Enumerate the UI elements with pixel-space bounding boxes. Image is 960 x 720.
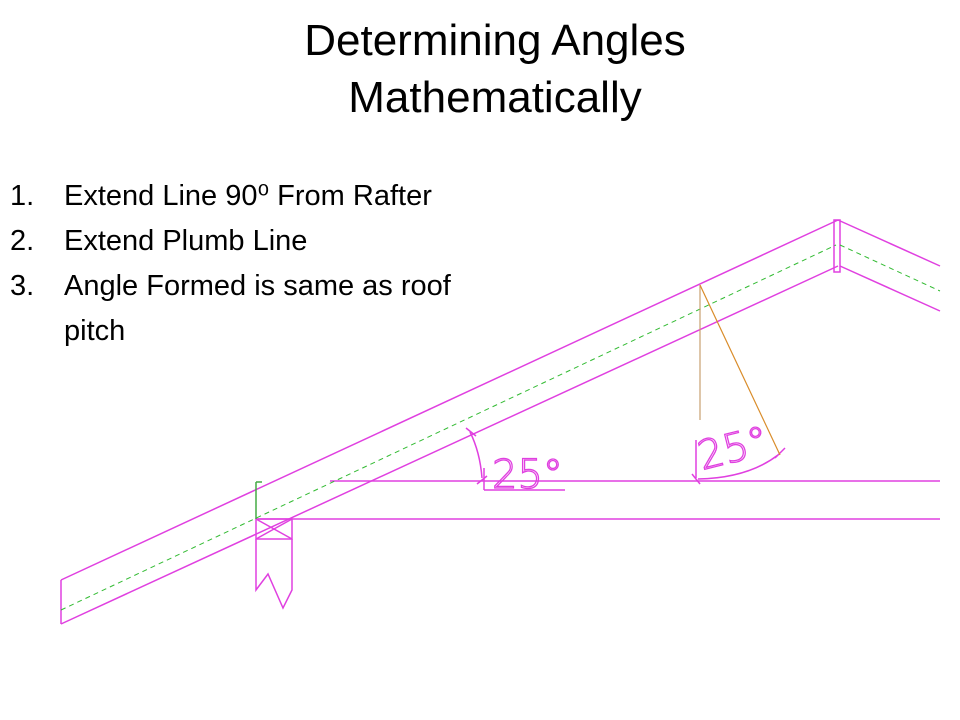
right-rafter-bottom-edge — [839, 265, 941, 312]
rafter-bottom-edge — [60, 265, 839, 625]
right-rafter-centerline — [839, 244, 941, 292]
title-line-2: Mathematically — [348, 73, 642, 122]
angle-label-1: 25° — [492, 452, 563, 498]
top-plate-block — [255, 518, 293, 540]
step-number: 2. — [10, 225, 35, 257]
angle-tick — [476, 475, 488, 485]
ridge-board — [833, 219, 841, 273]
title-line-1: Determining Angles — [304, 16, 686, 65]
angle-tick — [691, 473, 701, 485]
angle-arc-2 — [697, 454, 779, 480]
step-text: Extend Plumb Line — [64, 225, 308, 257]
rafter-top-edge — [60, 219, 839, 581]
steps-list: 1. Extend Line 90⁰ From Rafter 2. Extend… — [10, 174, 510, 354]
top-plate-cross — [255, 518, 293, 540]
angle-tick — [774, 447, 786, 459]
step-text: Angle Formed is same as roof pitch — [64, 270, 451, 347]
step-text: Extend Line 90⁰ From Rafter — [64, 180, 432, 212]
perpendicular-line — [699, 284, 781, 456]
angle-arc-1 — [469, 431, 483, 479]
right-rafter-top-edge — [837, 219, 941, 267]
slide-title: Determining Angles Mathematically — [0, 12, 960, 126]
wall-stud — [255, 539, 293, 610]
angle-tick — [465, 427, 477, 437]
step-number: 3. — [10, 270, 35, 302]
step-item: 2. Extend Plumb Line — [10, 219, 510, 264]
angle-label-2: 25° — [693, 418, 773, 480]
step-item: 1. Extend Line 90⁰ From Rafter — [10, 174, 510, 219]
step-item: 3. Angle Formed is same as roof pitch — [10, 264, 510, 354]
step-number: 1. — [10, 180, 35, 212]
rafter-centerline — [60, 244, 837, 611]
